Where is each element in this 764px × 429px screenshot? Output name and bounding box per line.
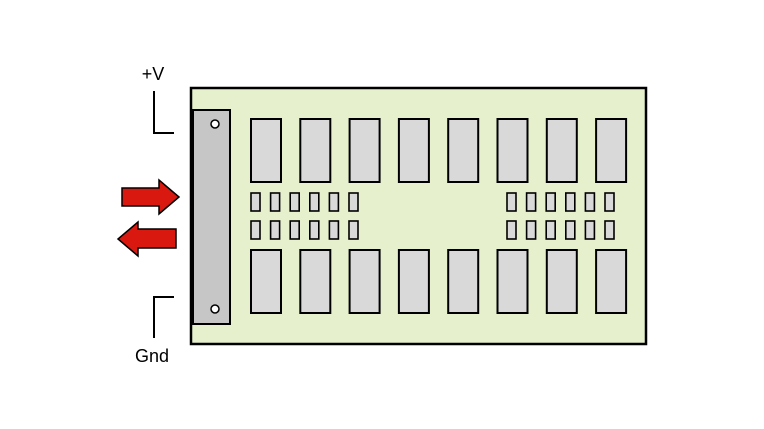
small-component-right (545, 192, 557, 212)
memory-chip-bottom (496, 249, 529, 314)
small-component-left (269, 220, 281, 240)
memory-chip-top (348, 118, 381, 183)
small-component-right (506, 220, 517, 240)
power-label: +V (142, 64, 165, 84)
memory-chip-bottom (595, 249, 628, 314)
chip-group (250, 118, 628, 314)
memory-chip-bottom (299, 249, 332, 314)
ground-label: Gnd (135, 346, 169, 366)
power-bracket (153, 91, 174, 134)
memory-chip-bottom (250, 249, 282, 314)
memory-chip-top (397, 118, 430, 183)
memory-chip-top (447, 118, 480, 183)
memory-chip-bottom (545, 249, 578, 314)
memory-chip-bottom (447, 249, 480, 314)
left-arrow-icon (116, 220, 177, 258)
mounting-hole-icon (210, 119, 220, 129)
small-component-left (308, 220, 320, 240)
small-component-right (564, 220, 576, 240)
small-component-right (604, 220, 615, 240)
small-component-group (250, 192, 615, 240)
small-component-right (584, 220, 596, 240)
memory-chip-top (595, 118, 628, 183)
small-component-left (250, 192, 261, 212)
mounting-hole-icon (210, 304, 220, 314)
small-component-left (289, 192, 301, 212)
right-arrow-icon (121, 178, 181, 216)
memory-chip-bottom (397, 249, 430, 314)
memory-chip-top (250, 118, 282, 183)
small-component-left (348, 220, 359, 240)
small-component-right (545, 220, 557, 240)
small-component-right (525, 220, 537, 240)
memory-chip-bottom (348, 249, 381, 314)
small-component-left (289, 220, 301, 240)
memory-chip-top (299, 118, 332, 183)
small-component-left (250, 220, 261, 240)
small-component-right (584, 192, 596, 212)
ground-bracket (153, 296, 174, 338)
small-component-left (269, 192, 281, 212)
small-component-right (506, 192, 517, 212)
memory-chip-top (545, 118, 578, 183)
small-component-left (328, 192, 340, 212)
small-component-left (348, 192, 359, 212)
small-component-right (604, 192, 615, 212)
memory-chip-top (496, 118, 529, 183)
edge-connector (192, 109, 231, 325)
small-component-right (564, 192, 576, 212)
small-component-right (525, 192, 537, 212)
small-component-left (328, 220, 340, 240)
small-component-left (308, 192, 320, 212)
